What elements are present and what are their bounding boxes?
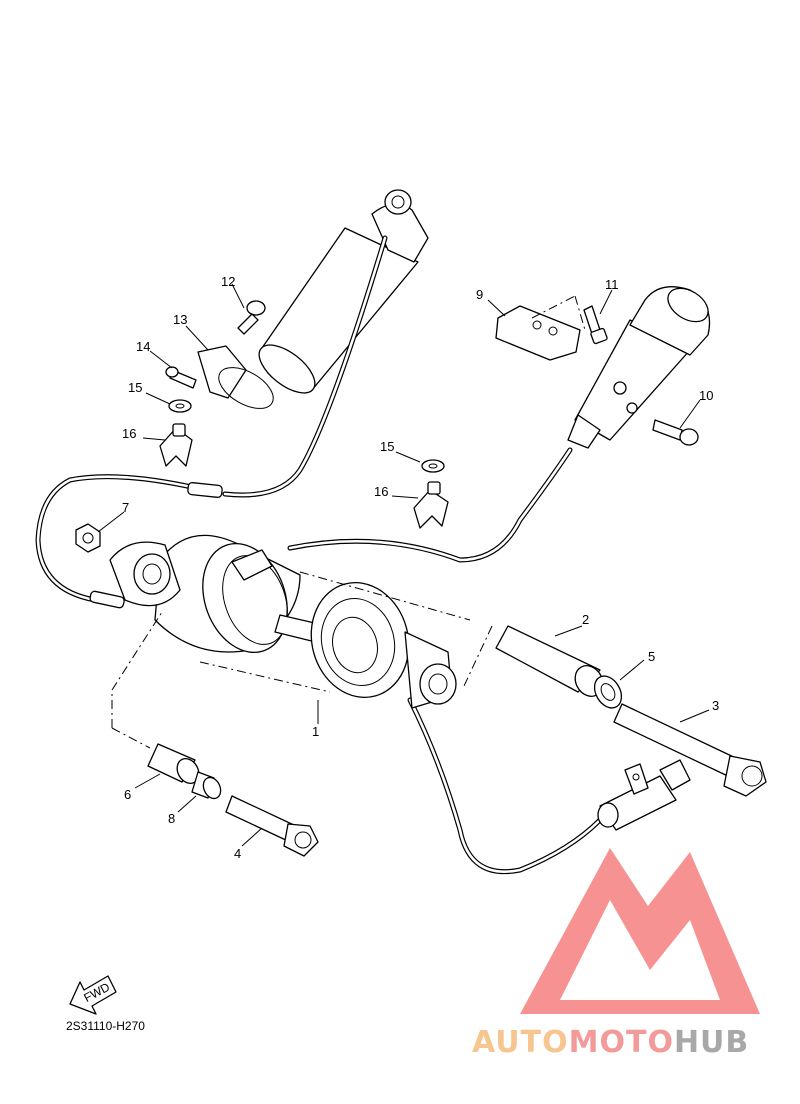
bolt-11	[583, 305, 608, 345]
adjuster-hose	[287, 447, 573, 563]
callouts: 12 13 14 15 16 7 9 11 10 15 16 2 5 3 1 6…	[122, 274, 719, 861]
remote-reservoir	[258, 189, 429, 394]
collar-6	[147, 743, 200, 784]
washer-15-right	[421, 459, 445, 473]
callout-5: 5	[648, 649, 655, 664]
callout-6: 6	[124, 787, 131, 802]
watermark-text: AUTOMOTOHUB	[472, 1025, 749, 1060]
leader-lines	[97, 283, 710, 847]
callout-15-left: 15	[128, 380, 142, 395]
bolt-14	[165, 366, 197, 389]
reservoir-hose	[35, 235, 388, 609]
washer-5	[593, 675, 623, 709]
fwd-arrow-icon: FWD	[69, 975, 117, 1015]
preload-adjuster	[567, 286, 711, 449]
callout-7: 7	[122, 500, 129, 515]
clip-16-left	[159, 423, 193, 467]
callout-3: 3	[712, 698, 719, 713]
clamp-13	[197, 345, 274, 409]
callout-13: 13	[173, 312, 187, 327]
callout-15-right: 15	[380, 439, 394, 454]
watermark-logo	[520, 848, 760, 1014]
callout-8: 8	[168, 811, 175, 826]
diagram-code: 2S31110-H270	[66, 1019, 145, 1033]
spacer-8	[191, 771, 222, 800]
watermark-triangle-icon	[520, 848, 760, 1014]
watermark-hub: HUB	[674, 1025, 749, 1060]
nut-7	[75, 523, 101, 553]
bolt-12	[237, 300, 266, 335]
callout-14: 14	[136, 339, 150, 354]
bolt-4	[225, 795, 319, 857]
washer-15-left	[168, 399, 192, 413]
bolt-10	[652, 419, 699, 446]
clip-16-right	[413, 481, 449, 529]
callout-10: 10	[699, 388, 713, 403]
callout-12: 12	[221, 274, 235, 289]
callout-9: 9	[476, 287, 483, 302]
callout-1: 1	[312, 724, 319, 739]
callout-16-right: 16	[374, 484, 388, 499]
sensor-unit	[597, 759, 691, 831]
bracket-9	[495, 295, 586, 361]
watermark-auto: AUTO	[472, 1025, 569, 1060]
sensor-cable	[407, 697, 603, 875]
shock-absorber-1	[109, 534, 471, 709]
watermark-moto: MOTO	[569, 1025, 674, 1060]
callout-16-left: 16	[122, 426, 136, 441]
callout-2: 2	[582, 612, 589, 627]
callout-11: 11	[605, 277, 619, 292]
callout-4: 4	[234, 846, 241, 861]
collar-2	[495, 625, 604, 697]
bolt-3	[613, 703, 767, 797]
